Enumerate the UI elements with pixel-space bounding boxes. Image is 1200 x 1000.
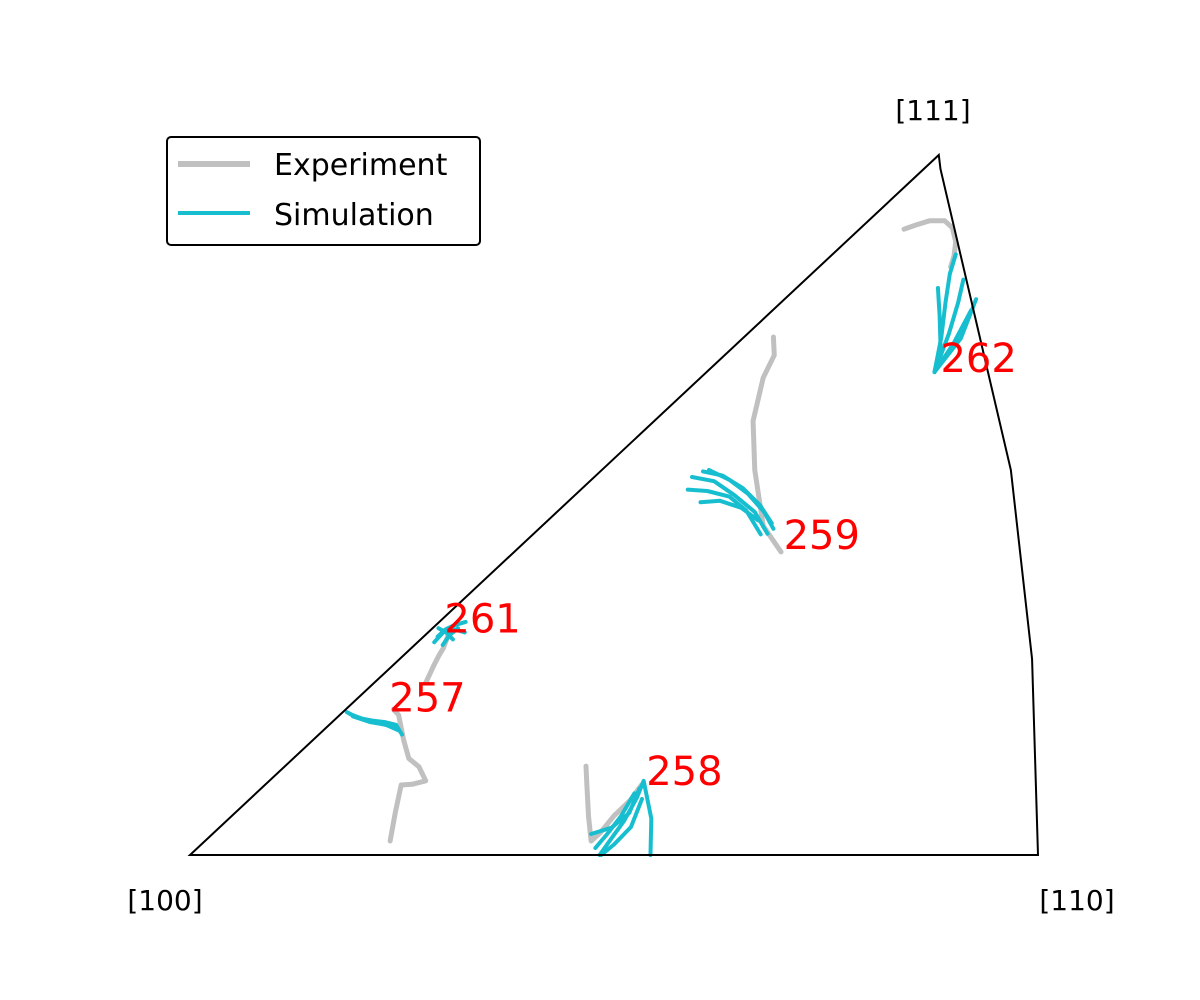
legend-label-simulation: Simulation <box>274 198 434 233</box>
corner-label-111: [111] <box>895 94 970 127</box>
corner-label-100: [100] <box>127 884 202 917</box>
legend: Experiment Simulation <box>166 136 481 246</box>
grain-label-257: 257 <box>389 676 465 722</box>
simulation-trace-259-0 <box>685 487 763 537</box>
simulation-trace-258-2 <box>593 791 637 850</box>
grain-labels: 257 258 259 261 262 <box>389 336 1017 795</box>
simulation-trace-262-1 <box>932 277 966 374</box>
grain-label-261: 261 <box>444 596 520 642</box>
simulation-trace-262-3 <box>932 297 979 374</box>
legend-label-experiment: Experiment <box>274 148 448 183</box>
grain-label-259: 259 <box>784 513 860 559</box>
simulation-trace-258-1 <box>589 786 642 836</box>
simulation-trace-258-3 <box>599 797 644 857</box>
simulation-trace-262-4 <box>932 286 943 374</box>
simulation-trace-257-2 <box>350 714 401 733</box>
experiment-trace-257 <box>387 706 429 844</box>
simulation-trace-261-3 <box>436 626 455 642</box>
simulation-trace-259-3 <box>706 468 776 531</box>
stereographic-triangle <box>187 152 1040 856</box>
grain-label-258: 258 <box>646 749 722 795</box>
corner-label-110: [110] <box>1039 884 1114 917</box>
grain-label-262: 262 <box>940 336 1016 382</box>
simulation-trace-261-1 <box>435 619 468 639</box>
trajectory-traces <box>344 218 979 857</box>
simulation-trace-259-4 <box>698 498 761 523</box>
